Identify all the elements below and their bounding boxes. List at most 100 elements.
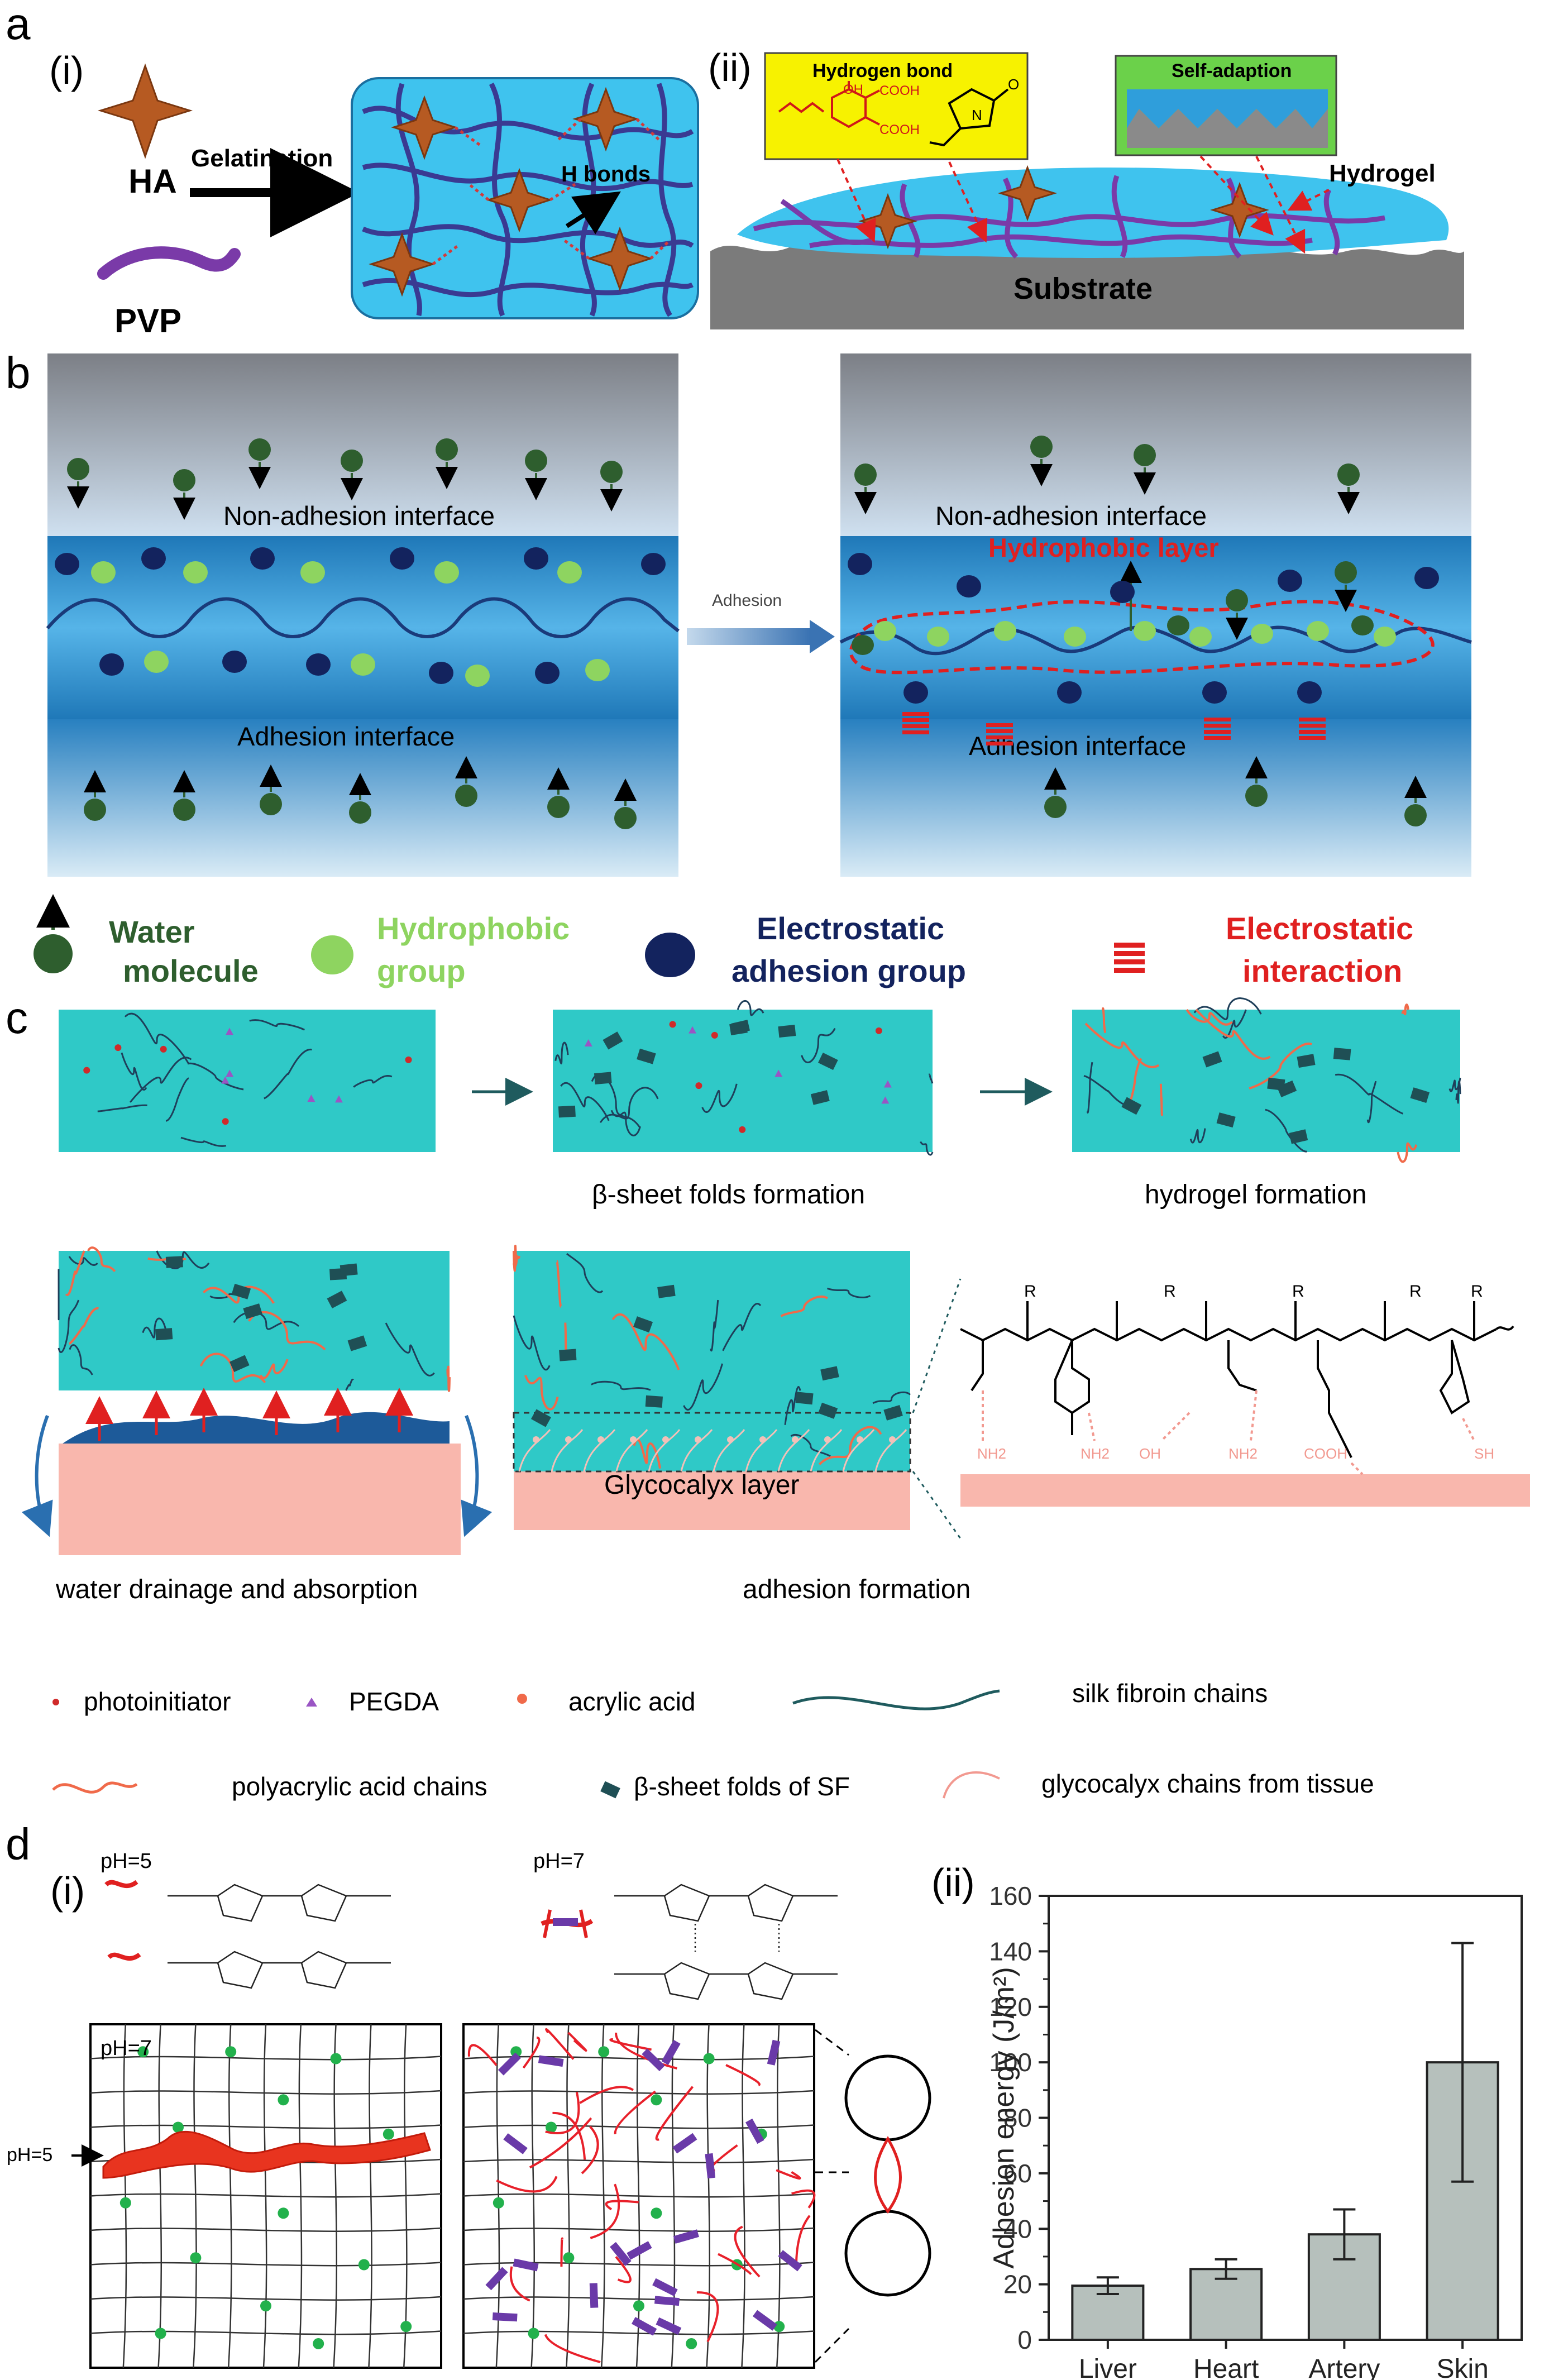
cooh-bottom-label: COOH	[879, 122, 920, 137]
ha-label: HA	[128, 163, 177, 200]
silk-fibroin-chain	[737, 1000, 764, 1016]
electrostatic-group-icon	[429, 662, 453, 684]
zoom-dashes	[814, 2029, 850, 2363]
complex-segment	[485, 2267, 508, 2291]
network-line	[463, 2090, 815, 2095]
complex-segment	[503, 2133, 528, 2154]
silk-fibroin-chain	[345, 1378, 354, 1391]
water-molecule-icon	[854, 463, 877, 486]
adhesion-arrow-label: Adhesion	[712, 591, 782, 610]
electrostatic-interaction-icon	[1204, 724, 1231, 728]
complex-segment	[654, 2296, 680, 2306]
hydrogel-network-chains	[362, 82, 694, 317]
silk-fibroin-chain	[165, 1077, 189, 1122]
beta-sheet-fold-icon	[1297, 1054, 1316, 1068]
hydrophobic-group-icon	[557, 561, 582, 584]
legend-electrostatic-line1: Electrostatic	[757, 911, 944, 946]
silk-fibroin-chain	[1083, 1075, 1132, 1107]
hydrophobic-group-icon	[585, 659, 610, 681]
ph7-label: pH=7	[533, 1849, 585, 1873]
network-line	[368, 2024, 372, 2368]
polymer-chain	[791, 2189, 816, 2209]
water-molecule-icon	[852, 635, 874, 655]
panel-d: d (i) pH=5 pH=7 pH=7 pH=5	[6, 1819, 1523, 2380]
crosslink-node	[510, 2046, 522, 2058]
beta-sheet-fold-icon	[729, 1021, 748, 1036]
pegda-marker	[225, 1027, 233, 1035]
panel-a-sub-i: (i)	[49, 49, 84, 92]
beta-sheet-fold-icon	[340, 1263, 358, 1277]
c-drain-up-arrows	[85, 1388, 413, 1441]
tissue-group-1: NH2	[977, 1445, 1006, 1462]
silk-fibroin-chain	[264, 1049, 312, 1100]
water-molecule-icon	[260, 793, 282, 815]
c-drain-gel	[59, 1251, 450, 1390]
crosslink-node	[173, 2121, 184, 2133]
glycocalyx-chains-label: glycocalyx chains from tissue	[1041, 1769, 1374, 1798]
polyacrylic-chain	[556, 1260, 562, 1308]
polyacrylic-chain	[1159, 1083, 1164, 1116]
polymer-chain	[795, 2215, 811, 2267]
silk-fibroin-chain	[1335, 1073, 1404, 1115]
contact-circles	[844, 2054, 931, 2297]
photoinitiator-dot	[405, 1056, 412, 1063]
polymer-chain	[522, 2036, 541, 2069]
b-molecule-layer	[55, 436, 1439, 829]
electrostatic-group-icon	[1297, 681, 1322, 704]
beta-sheet-fold-icon	[1410, 1087, 1430, 1103]
beta-sheet-fold-icon	[1289, 1129, 1308, 1144]
polymer-chain	[560, 2237, 564, 2267]
c-adhesion-gel	[514, 1251, 910, 1471]
electrostatic-group-icon	[1278, 570, 1302, 592]
network-line	[776, 2024, 781, 2368]
hydrophobic-group-icon	[300, 561, 325, 584]
y-tick-label: 80	[1003, 2104, 1032, 2133]
legend-interaction-icon	[1114, 943, 1145, 973]
y-tick-label: 140	[989, 1937, 1032, 1966]
legend-hydrophobic-line1: Hydrophobic	[377, 911, 570, 946]
silk-fibroin-chain	[353, 1075, 393, 1088]
electrostatic-interaction-icon	[986, 742, 1013, 745]
peptide-tissue-groups: NH2 NH2 OH NH2 COOH SH	[977, 1445, 1494, 1462]
silk-fibroin-chain	[385, 1322, 435, 1377]
beta-sheet-fold-icon	[559, 1349, 577, 1361]
water-drainage-label: water drainage and absorption	[55, 1575, 418, 1604]
glycocalyx-chain	[842, 1429, 875, 1472]
beta-sheet-label: β-sheet folds formation	[592, 1180, 865, 1210]
acrylic-acid-icon	[517, 1694, 527, 1704]
peptide-r-labels: R R R R R	[1024, 1282, 1483, 1301]
network-line	[193, 2024, 197, 2368]
complex-segment	[513, 2258, 539, 2272]
substrate-shape	[710, 240, 1464, 329]
crosslink-node	[225, 2046, 237, 2058]
polymer-chain	[696, 2291, 719, 2343]
ph7-crosslink-icon	[541, 1909, 594, 1938]
panel-b-legend: Water molecule Hydrophobic group Electro…	[34, 894, 1413, 988]
crosslink-node	[330, 2053, 342, 2064]
complex-segment	[752, 2310, 777, 2331]
silk-fibroin-chain	[560, 1082, 610, 1121]
bar-heart	[1189, 2268, 1263, 2341]
legend-hydrophobic-icon	[311, 935, 353, 974]
silk-fibroin-chain	[920, 1141, 934, 1156]
hydrophobic-group-icon	[874, 621, 896, 641]
polyacrylic-chain	[1101, 1007, 1107, 1033]
silk-fibroin-chain	[790, 1434, 831, 1457]
oh-label: OH	[843, 82, 863, 97]
network-line	[741, 2024, 745, 2368]
photoinitiator-dot	[114, 1044, 122, 1052]
peptide-r-3: R	[1292, 1282, 1304, 1301]
h-bond-dashes	[432, 118, 671, 266]
y-tick-label: 120	[989, 1992, 1032, 2021]
legend-electrostatic-group-icon	[645, 933, 695, 977]
silk-fibroin-chain	[249, 1019, 305, 1031]
electrostatic-group-icon	[957, 575, 981, 598]
crosslink-node	[773, 2321, 785, 2333]
peptide-r-4: R	[1409, 1282, 1422, 1301]
panel-d-letter: d	[6, 1819, 31, 1869]
water-molecule-icon	[600, 461, 623, 483]
water-molecule-icon	[455, 785, 477, 807]
polymer-chain	[509, 2266, 530, 2302]
water-molecule-icon	[67, 458, 89, 480]
